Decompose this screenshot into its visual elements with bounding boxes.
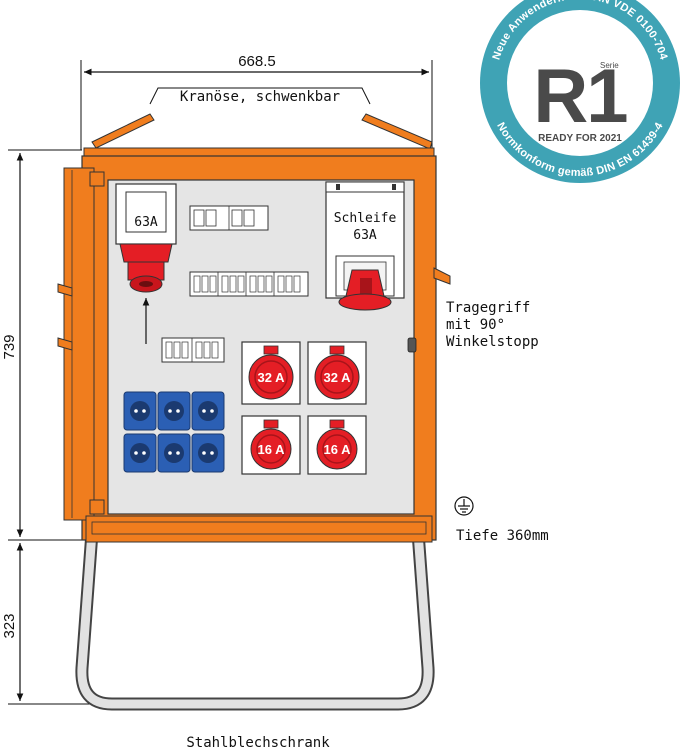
height-dimension: 739 323: [1, 149, 100, 705]
handle-annotation: Tragegriff mit 90° Winkelstopp: [446, 300, 539, 350]
stand-frame: [75, 531, 435, 711]
schuko-sockets: [123, 391, 225, 473]
height-stand-value: 323: [1, 613, 18, 638]
cee-socket-32a-2-label: 32 A: [324, 370, 352, 385]
schuko-socket: [157, 433, 191, 473]
loop-label-line1: Schleife: [334, 211, 397, 226]
lower-breakers: [161, 337, 225, 363]
schuko-socket: [123, 391, 157, 431]
crane-eye-annotation: Kranöse, schwenkbar: [149, 87, 371, 105]
cee-socket-16a-1: 16 A: [241, 415, 301, 475]
height-cabinet-value: 739: [1, 334, 18, 359]
crane-eye-label: Kranöse, schwenkbar: [180, 89, 340, 105]
breaker-row: [189, 271, 309, 297]
handle-label-line1: Tragegriff: [446, 300, 530, 316]
material-label: Stahlblechschrank: [186, 735, 330, 751]
earth-ground-icon: [454, 496, 474, 516]
schuko-socket: [123, 433, 157, 473]
r1-standard-badge: Neue Anwendernorm DIN VDE 0100-704 Normk…: [480, 0, 680, 183]
badge-series-small: Serie: [600, 61, 619, 70]
badge-ready-label: READY FOR 2021: [538, 133, 622, 144]
width-dimension-value: 668.5: [238, 53, 276, 70]
cee-socket-32a-1: 32 A: [241, 341, 301, 405]
schuko-socket: [191, 391, 225, 431]
width-dimension: 668.5: [80, 53, 433, 150]
cee-socket-16a-2-label: 16 A: [324, 442, 352, 457]
cee-socket-32a-1-label: 32 A: [258, 370, 286, 385]
main-inlet-63a: 63A: [115, 183, 177, 344]
cee-socket-32a-2: 32 A: [307, 341, 367, 405]
cee-socket-16a-1-label: 16 A: [258, 442, 286, 457]
depth-label: Tiefe 360mm: [456, 528, 549, 544]
schuko-socket: [157, 391, 191, 431]
cee-socket-16a-2: 16 A: [307, 415, 367, 475]
main-inlet-label: 63A: [134, 215, 158, 230]
schuko-socket: [191, 433, 225, 473]
handle-label-line2: mit 90°: [446, 317, 505, 333]
badge-series-big: R1: [533, 54, 627, 139]
top-din-modules: [189, 205, 269, 231]
loop-outlet-63a: Schleife 63A: [325, 181, 405, 311]
handle-label-line3: Winkelstopp: [446, 334, 539, 350]
crane-eyes: [91, 113, 433, 150]
loop-label-line2: 63A: [353, 228, 377, 243]
